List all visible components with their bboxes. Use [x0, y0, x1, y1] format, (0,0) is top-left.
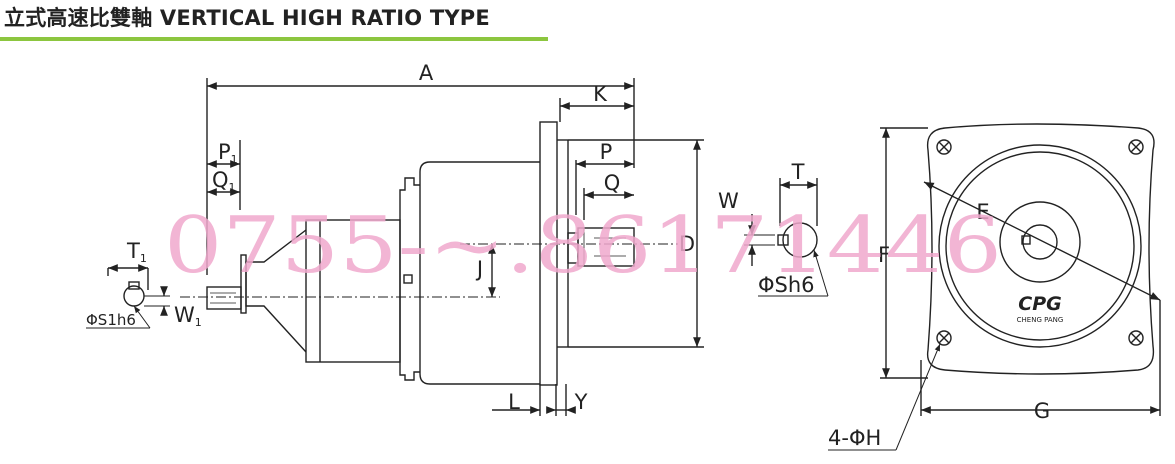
output-flange	[539, 121, 558, 386]
cpg-logo-mark: CPG	[1018, 293, 1061, 315]
dim-label-l: L	[508, 390, 520, 414]
input-shaft	[206, 286, 242, 310]
dim-label-a: A	[419, 61, 434, 85]
dim-label-w: W	[718, 189, 739, 213]
side-view-labels: A K P1 Q1 P Q D J L Y T1 ΦS1h6 W1 W T ΦS…	[86, 61, 815, 414]
input-housing	[305, 219, 401, 363]
dim-line-e	[923, 181, 1161, 301]
mounting-hole	[1128, 139, 1144, 155]
main-housing	[419, 161, 540, 385]
dim-label-p1: P1	[218, 140, 238, 166]
dim-label-s: ΦSh6	[758, 273, 815, 297]
title-underline	[0, 37, 548, 41]
front-view-labels: E F G 4-ΦH	[828, 200, 1050, 450]
dim-label-p: P	[600, 140, 613, 164]
output-shaft-end	[1022, 224, 1058, 260]
mounting-hole	[1128, 330, 1144, 346]
dim-label-g: G	[1034, 399, 1050, 423]
dim-label-t: T	[791, 160, 805, 184]
phone-watermark: 0755-~.86171446	[164, 201, 1002, 291]
output-shaft	[577, 227, 635, 267]
cpg-logo: CPG CHENG PANG	[1017, 293, 1064, 324]
dim-label-y: Y	[574, 390, 588, 414]
output-shaft-section	[782, 222, 818, 258]
dim-label-k: K	[593, 82, 608, 106]
input-collar	[240, 254, 247, 314]
dim-label-w1: W1	[174, 303, 202, 329]
side-view	[86, 78, 829, 416]
dim-label-h: 4-ΦH	[828, 426, 881, 450]
mounting-hole	[936, 330, 952, 346]
housing-boss	[403, 274, 413, 284]
dim-label-e: E	[976, 200, 989, 224]
dim-label-f: F	[878, 243, 890, 267]
dim-label-j: J	[475, 257, 483, 281]
input-cone-bottom	[245, 294, 307, 353]
front-view	[828, 123, 1161, 451]
dim-label-d: D	[679, 232, 695, 256]
page-title: 立式高速比雙軸 VERTICAL HIGH RATIO TYPE	[4, 6, 490, 30]
dim-label-s1: ΦS1h6	[86, 311, 136, 329]
dim-label-t1: T1	[126, 239, 147, 265]
cpg-logo-name: CHENG PANG	[1017, 316, 1064, 324]
dim-label-q: Q	[604, 171, 621, 195]
mounting-hole	[936, 139, 952, 155]
leader-h	[895, 343, 941, 451]
dim-label-q1: Q1	[212, 168, 236, 194]
pilot-boss	[999, 201, 1081, 283]
